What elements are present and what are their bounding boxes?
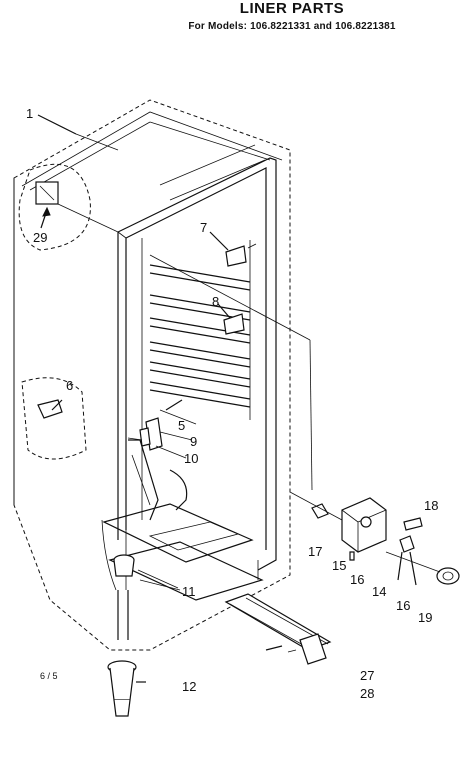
part-29-detail bbox=[18, 163, 119, 251]
callout-labels: 1 29 7 8 6 5 9 10 11 12 17 15 16 14 16 1… bbox=[26, 106, 438, 701]
part-6-detail bbox=[21, 377, 87, 460]
callout-16b: 16 bbox=[396, 598, 410, 613]
callout-14: 14 bbox=[372, 584, 386, 599]
callout-1: 1 bbox=[26, 106, 33, 121]
liner-inner-compartment bbox=[21, 111, 283, 571]
part-8-bracket bbox=[217, 303, 245, 335]
callout-6: 6 bbox=[66, 378, 73, 393]
callout-leaders bbox=[37, 114, 313, 591]
page-title: LINER PARTS bbox=[239, 0, 345, 17]
part-11-drain-fitting bbox=[113, 554, 179, 589]
shelf-rails bbox=[141, 238, 251, 520]
callout-8: 8 bbox=[212, 294, 219, 309]
parts-5-9-10-switch bbox=[127, 399, 197, 459]
liner-floor bbox=[101, 503, 264, 640]
callout-16a: 16 bbox=[350, 572, 364, 587]
callout-27: 27 bbox=[360, 668, 374, 683]
callout-9: 9 bbox=[190, 434, 197, 449]
part-12-drain-tube bbox=[107, 660, 146, 717]
temperature-control-assembly bbox=[289, 491, 460, 586]
callout-5: 5 bbox=[178, 418, 185, 433]
parts-27-28-trough bbox=[224, 593, 332, 665]
part-7-bracket bbox=[209, 231, 257, 267]
callout-19: 19 bbox=[418, 610, 432, 625]
callout-12: 12 bbox=[182, 679, 196, 694]
callout-11: 11 bbox=[182, 584, 196, 599]
callout-28: 28 bbox=[360, 686, 374, 701]
air-duct bbox=[128, 439, 188, 521]
page-code: 6 / 5 bbox=[40, 671, 58, 681]
callout-17: 17 bbox=[308, 544, 322, 559]
callout-15: 15 bbox=[332, 558, 346, 573]
callout-29: 29 bbox=[33, 230, 47, 245]
models-subtitle: For Models: 106.8221331 and 106.8221381 bbox=[188, 21, 396, 32]
liner-outer-outline bbox=[13, 99, 291, 651]
callout-10: 10 bbox=[184, 451, 198, 466]
callout-7: 7 bbox=[200, 220, 207, 235]
callout-18: 18 bbox=[424, 498, 438, 513]
